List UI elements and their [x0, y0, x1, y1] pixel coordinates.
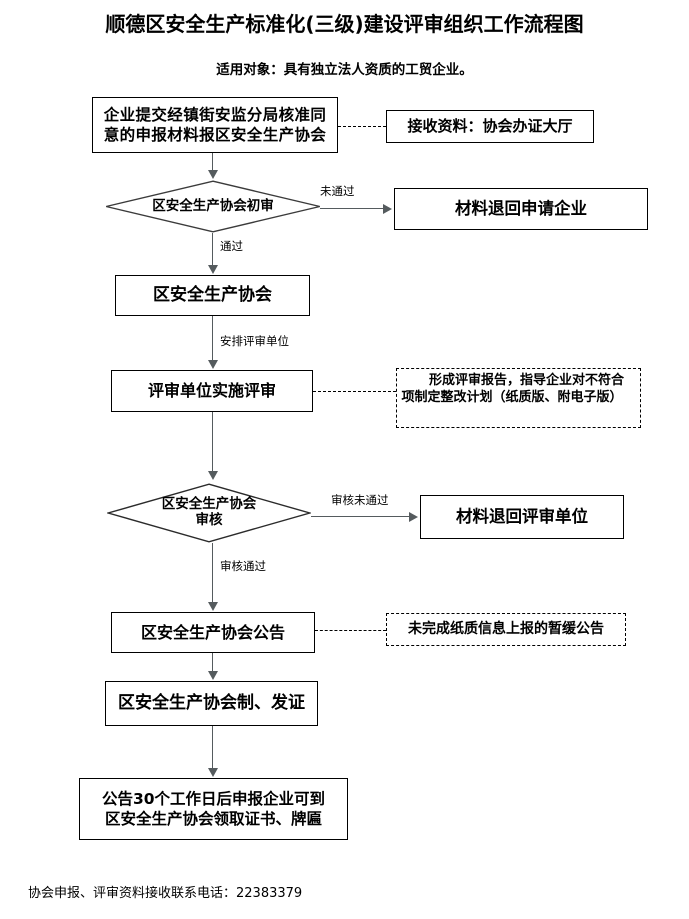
edge-label-first-fail: 未通过 — [320, 184, 355, 198]
node-review-unit-conducts-review-text: 评审单位实施评审 — [147, 381, 276, 401]
node-collect-certificate-plaque: 公告30个工作日后申报企业可到 区安全生产协会领取证书、牌匾 — [79, 778, 348, 840]
node-collect-certificate-plaque-line2: 区安全生产协会领取证书、牌匾 — [104, 810, 322, 828]
arrowhead-issue-to-collect-cert — [208, 768, 218, 777]
decision-second-review-line1: 区安全生产协会 — [161, 496, 257, 513]
node-return-to-review-unit-text: 材料退回评审单位 — [456, 507, 588, 527]
arrowhead-second-review-pass — [208, 602, 218, 611]
note-review-report-text: 形成评审报告，指导企业对不符合 项制定整改计划（纸质版、附电子版） — [397, 372, 640, 406]
note-receiving-desk: 接收资料：协会办证大厅 — [386, 110, 594, 143]
connector-notice-to-pending-note — [315, 630, 386, 631]
connector-second-review-pass — [212, 543, 214, 603]
node-association-public-notice-text: 区安全生产协会公告 — [140, 622, 285, 642]
decision-second-review-label: 区安全生产协会 审核 — [107, 483, 311, 543]
note-review-report: 形成评审报告，指导企业对不符合 项制定整改计划（纸质版、附电子版） — [396, 368, 641, 428]
arrowhead-first-review-fail — [383, 204, 392, 214]
arrowhead-submit-to-first-review — [208, 170, 218, 179]
arrowhead-review-unit-to-second-review — [208, 471, 218, 480]
node-submit-materials-line2: 意的申报材料报区安全生产协会 — [103, 126, 327, 144]
edge-label-second-pass: 审核通过 — [220, 559, 266, 573]
arrowhead-association-to-review-unit — [208, 360, 218, 369]
node-submit-materials: 企业提交经镇街安监分局核准同 意的申报材料报区安全生产协会 — [92, 97, 338, 153]
node-association: 区安全生产协会 — [115, 275, 310, 316]
connector-issue-to-collect-cert — [212, 726, 214, 769]
node-association-public-notice: 区安全生产协会公告 — [111, 612, 315, 653]
decision-second-review-shape — [107, 483, 311, 543]
note-review-report-line1: 形成评审报告，指导企业对不符合 — [428, 373, 624, 388]
connector-submit-to-first-review — [212, 153, 214, 172]
edge-label-assign-unit: 安排评审单位 — [220, 334, 289, 348]
edge-label-first-pass: 通过 — [220, 239, 243, 253]
node-issue-certificate: 区安全生产协会制、发证 — [105, 681, 318, 726]
connector-submit-to-receive-note — [338, 126, 386, 127]
note-review-report-line2: 项制定整改计划（纸质版、附电子版） — [401, 390, 623, 406]
connector-association-to-review-unit — [212, 316, 214, 361]
node-submit-materials-text: 企业提交经镇街安监分局核准同 意的申报材料报区安全生产协会 — [93, 105, 337, 146]
node-collect-certificate-plaque-text: 公告30个工作日后申报企业可到 区安全生产协会领取证书、牌匾 — [80, 789, 347, 830]
node-submit-materials-line1: 企业提交经镇街安监分局核准同 — [103, 105, 327, 124]
connector-second-review-fail — [311, 516, 410, 518]
arrowhead-first-review-pass — [208, 265, 218, 274]
connector-first-review-pass — [212, 233, 214, 266]
arrowhead-second-review-fail — [409, 512, 418, 522]
footer-contact: 协会申报、评审资料接收联系电话：22383379 — [28, 886, 303, 901]
decision-first-review-label: 区安全生产协会初审 — [152, 197, 274, 214]
node-issue-certificate-text: 区安全生产协会制、发证 — [118, 693, 305, 714]
page-subtitle: 适用对象：具有独立法人资质的工贸企业。 — [216, 62, 473, 78]
node-collect-certificate-plaque-line1: 公告30个工作日后申报企业可到 — [101, 789, 326, 808]
note-pending-notice-text: 未完成纸质信息上报的暂缓公告 — [408, 621, 604, 638]
edge-label-second-fail: 审核未通过 — [331, 493, 389, 507]
node-return-to-enterprise: 材料退回申请企业 — [394, 188, 648, 230]
decision-first-review: 区安全生产协会初审 — [105, 180, 321, 233]
connector-notice-to-issue-cert — [212, 653, 214, 672]
connector-first-review-fail — [320, 208, 384, 210]
decision-second-review-line2: 审核 — [195, 512, 223, 528]
note-receiving-desk-text: 接收资料：协会办证大厅 — [407, 116, 573, 135]
node-return-to-enterprise-text: 材料退回申请企业 — [455, 199, 587, 219]
connector-review-unit-to-report-note — [313, 391, 396, 392]
page-title: 顺德区安全生产标准化(三级)建设评审组织工作流程图 — [105, 12, 584, 36]
decision-first-review-shape — [106, 180, 320, 233]
node-association-text: 区安全生产协会 — [153, 285, 272, 306]
connector-review-unit-to-second-review — [212, 412, 214, 473]
arrowhead-notice-to-issue-cert — [208, 671, 218, 680]
decision-second-review: 区安全生产协会 审核 — [107, 483, 311, 543]
note-pending-notice: 未完成纸质信息上报的暂缓公告 — [386, 613, 626, 646]
node-review-unit-conducts-review: 评审单位实施评审 — [111, 370, 313, 412]
node-return-to-review-unit: 材料退回评审单位 — [420, 495, 624, 539]
